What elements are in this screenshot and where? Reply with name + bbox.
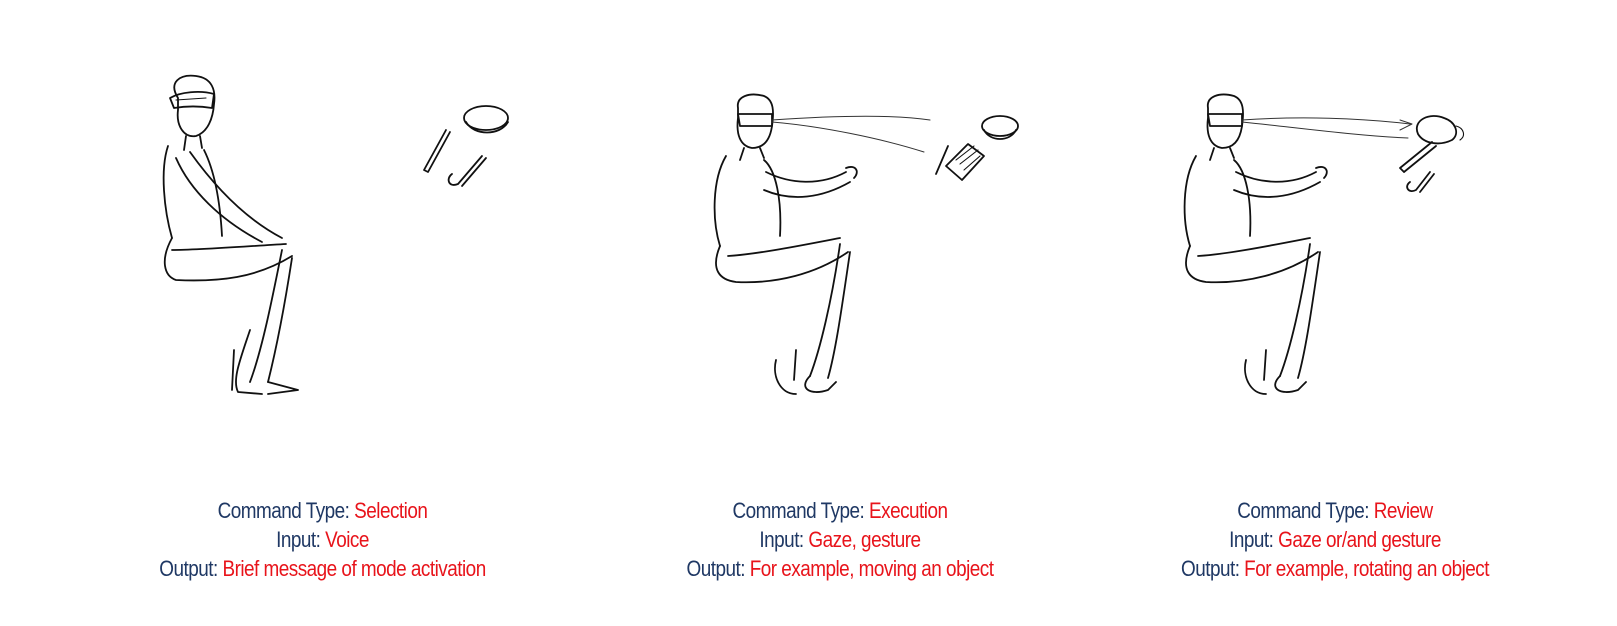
- command-type-line: Command Type: Execution: [410, 496, 1270, 525]
- command-type-label: Command Type:: [217, 498, 355, 523]
- input-label: Input:: [276, 527, 326, 552]
- output-value: For example, moving an object: [749, 556, 994, 581]
- panel-selection: Command Type: Selection Input: Voice Out…: [0, 0, 560, 626]
- command-type-label: Command Type:: [732, 498, 870, 523]
- command-type-line: Command Type: Review: [978, 496, 1617, 525]
- input-label: Input:: [1229, 527, 1279, 552]
- headset-visor: [169, 91, 215, 109]
- output-label: Output:: [1180, 556, 1245, 581]
- command-type-line: Command Type: Selection: [45, 496, 600, 525]
- gaze-line: [1241, 117, 1411, 139]
- extended-arm: [1233, 171, 1321, 198]
- headset-visor: [737, 113, 773, 127]
- command-type-value: Review: [1373, 498, 1433, 523]
- sketch-seated-user-gaze-gesture: [713, 93, 1019, 395]
- head-outline: [173, 74, 216, 138]
- output-label: Output:: [686, 556, 750, 581]
- caption-execution: Command Type: Execution Input: Gaze, ges…: [410, 496, 1270, 583]
- panel-execution: Command Type: Execution Input: Gaze, ges…: [560, 0, 1120, 626]
- torso-outline: [162, 145, 223, 239]
- input-line: Input: Gaze or/and gesture: [978, 525, 1617, 554]
- panel-review: Command Type: Review Input: Gaze or/and …: [1060, 0, 1617, 626]
- output-label: Output:: [159, 556, 223, 581]
- input-value: Gaze or/and gesture: [1278, 527, 1441, 552]
- torso-outline: [713, 155, 782, 247]
- caption-review: Command Type: Review Input: Gaze or/and …: [978, 496, 1617, 583]
- head-outline: [736, 93, 774, 149]
- gaze-line: [771, 115, 931, 153]
- caption-selection: Command Type: Selection Input: Voice Out…: [45, 496, 600, 583]
- output-line: Output: For example, rotating an object: [978, 554, 1617, 583]
- input-line: Input: Gaze, gesture: [410, 525, 1270, 554]
- input-value: Voice: [325, 527, 369, 552]
- command-type-value: Execution: [869, 498, 948, 523]
- headset-visor: [1207, 113, 1243, 127]
- output-value: For example, rotating an object: [1244, 556, 1490, 581]
- command-type-label: Command Type:: [1237, 498, 1374, 523]
- output-value: Brief message of mode activation: [222, 556, 486, 581]
- torso-outline: [1183, 155, 1252, 247]
- input-line: Input: Voice: [45, 525, 600, 554]
- rotating-object: [1399, 115, 1465, 193]
- floating-objects: [935, 115, 1019, 181]
- sketch-seated-user-review: [1183, 93, 1465, 395]
- input-value: Gaze, gesture: [808, 527, 921, 552]
- head-outline: [1206, 93, 1244, 149]
- command-type-value: Selection: [354, 498, 428, 523]
- extended-arm: [763, 171, 851, 198]
- floating-objects: [423, 105, 509, 187]
- output-line: Output: For example, moving an object: [410, 554, 1270, 583]
- output-line: Output: Brief message of mode activation: [45, 554, 600, 583]
- sketch-seated-user-voice: [162, 74, 509, 395]
- input-label: Input:: [759, 527, 809, 552]
